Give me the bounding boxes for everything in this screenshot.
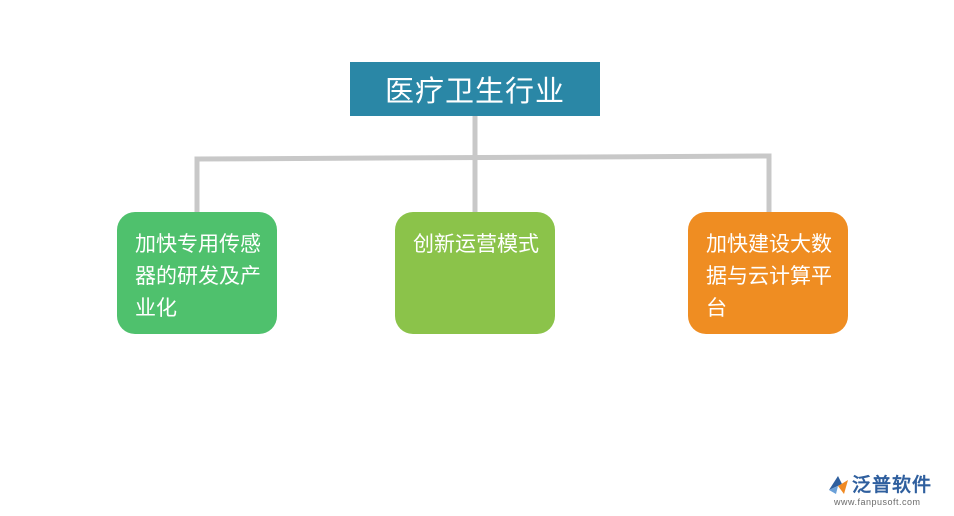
child-node-label: 创新运营模式 — [413, 232, 539, 256]
child-node-sensors: 加快专用传感器的研发及产业化 — [117, 212, 277, 334]
root-node: 医疗卫生行业 — [350, 62, 600, 116]
child-node-operation-model: 创新运营模式 — [395, 212, 555, 334]
brand-name: 泛普软件 — [852, 474, 933, 496]
child-node-label: 加快专用传感器的研发及产业化 — [135, 232, 261, 320]
connector-horizontal-bar — [194, 153, 772, 162]
child-node-big-data-cloud: 加快建设大数据与云计算平台 — [688, 212, 848, 334]
brand-url: www.fanpusoft.com — [834, 497, 921, 507]
root-node-label: 医疗卫生行业 — [384, 74, 565, 108]
brand-watermark: 泛普软件 www.fanpusoft.com — [826, 470, 948, 510]
child-node-label: 加快建设大数据与云计算平台 — [706, 232, 832, 320]
fanpu-logo-icon — [829, 476, 848, 494]
